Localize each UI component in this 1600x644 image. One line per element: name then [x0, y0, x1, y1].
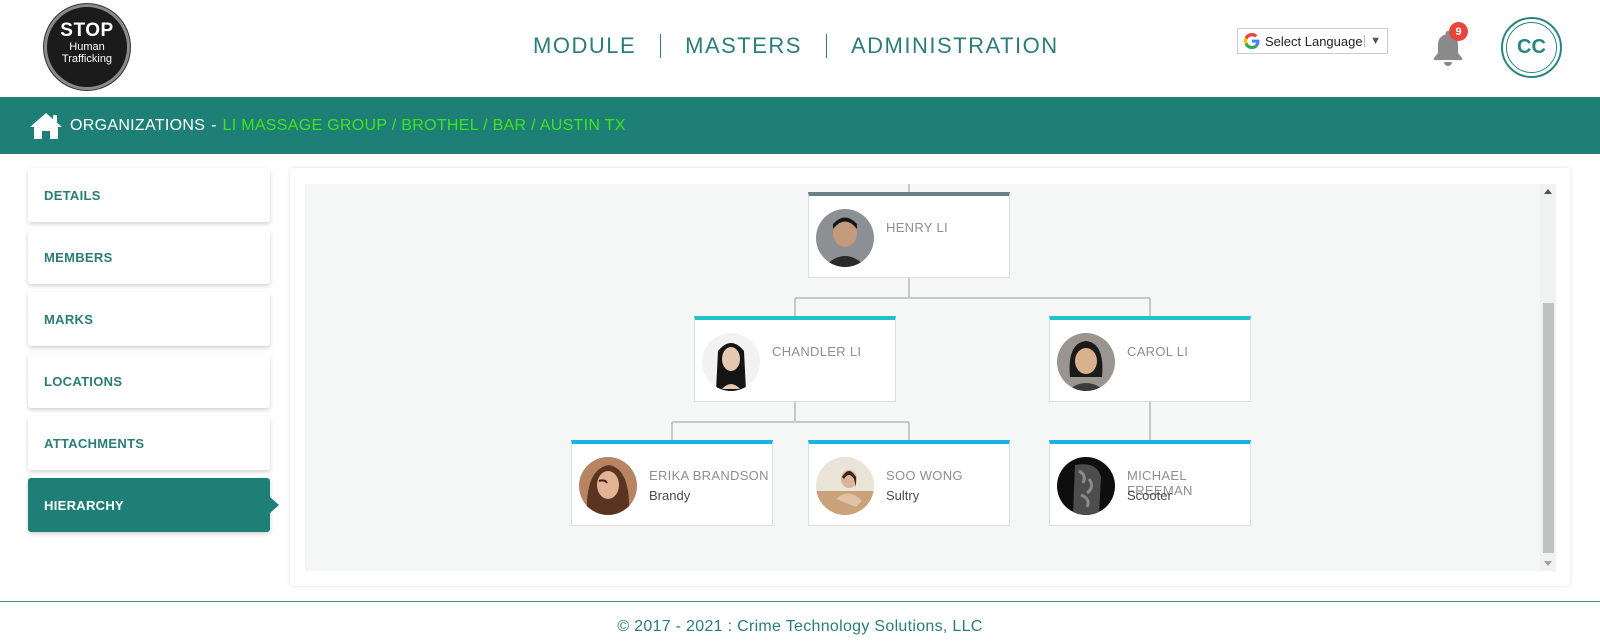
- org-node-carol-li[interactable]: CAROL LI: [1049, 316, 1251, 402]
- member-name: CHANDLER LI: [772, 344, 862, 359]
- org-node-soo-wong[interactable]: SOO WONG Sultry: [808, 440, 1010, 526]
- scroll-down-arrow-icon[interactable]: [1544, 561, 1552, 566]
- member-name: CAROL LI: [1127, 344, 1189, 359]
- breadcrumb: ORGANIZATIONS - LI MASSAGE GROUP / BROTH…: [0, 97, 1600, 154]
- sidebar-item-details[interactable]: DETAILS: [28, 168, 270, 222]
- footer-copyright: © 2017 - 2021 : Crime Technology Solutio…: [617, 618, 983, 635]
- member-alias: Sultry: [886, 488, 920, 503]
- language-select[interactable]: Select Language ▼: [1237, 28, 1388, 54]
- org-node-erika-brandson[interactable]: ERIKA BRANDSON Brandy: [571, 440, 773, 526]
- avatar: [816, 457, 874, 515]
- notification-count-badge: 9: [1449, 22, 1468, 41]
- member-name: ERIKA BRANDSON: [649, 468, 769, 483]
- avatar: [1057, 333, 1115, 391]
- nav-divider: [825, 34, 827, 58]
- user-brand-avatar[interactable]: CC: [1501, 17, 1562, 78]
- avatar: [702, 333, 760, 391]
- top-navigation: MODULE MASTERS ADMINISTRATION: [533, 30, 1059, 62]
- nav-module[interactable]: MODULE: [533, 33, 637, 58]
- org-node-chandler-li[interactable]: CHANDLER LI: [694, 316, 896, 402]
- member-name: HENRY LI: [886, 220, 948, 235]
- breadcrumb-separator: -: [211, 116, 217, 134]
- scrollbar-thumb[interactable]: [1543, 303, 1554, 553]
- home-icon[interactable]: [28, 111, 64, 141]
- breadcrumb-organization: LI MASSAGE GROUP / BROTHEL / BAR / AUSTI…: [222, 116, 626, 134]
- language-select-label: Select Language: [1265, 33, 1363, 49]
- sidebar-item-attachments[interactable]: ATTACHMENTS: [28, 416, 270, 470]
- footer-divider: [0, 601, 1600, 602]
- logo-line-2: Human: [69, 41, 105, 53]
- nav-divider: [660, 34, 662, 58]
- member-alias: Scooter: [1127, 488, 1172, 503]
- scroll-up-arrow-icon[interactable]: [1544, 189, 1552, 194]
- brand-mark: CC: [1506, 22, 1557, 73]
- sidebar-item-members[interactable]: MEMBERS: [28, 230, 270, 284]
- sidebar-item-hierarchy[interactable]: HIERARCHY: [28, 478, 279, 532]
- nav-masters[interactable]: MASTERS: [685, 33, 802, 58]
- nav-administration[interactable]: ADMINISTRATION: [850, 33, 1059, 58]
- logo-line-1: STOP: [60, 20, 114, 41]
- sidebar-item-marks[interactable]: MARKS: [28, 292, 270, 346]
- google-icon: [1242, 31, 1262, 51]
- member-alias: Brandy: [649, 488, 691, 503]
- org-node-michael-freeman[interactable]: MICHAEL FREEMAN Scooter: [1049, 440, 1251, 526]
- app-header: STOP Human Trafficking MODULE MASTERS AD…: [0, 0, 1600, 97]
- dropdown-caret-icon: ▼: [1364, 35, 1381, 47]
- member-name: MICHAEL FREEMAN: [1127, 468, 1193, 498]
- sidebar: DETAILS MEMBERS MARKS LOCATIONS ATTACHME…: [28, 168, 279, 540]
- member-name: SOO WONG: [886, 468, 963, 483]
- notifications-button[interactable]: 9: [1430, 22, 1468, 67]
- avatar: [1057, 457, 1115, 515]
- logo-line-3: Trafficking: [61, 53, 113, 65]
- avatar: [579, 457, 637, 515]
- stop-trafficking-logo[interactable]: STOP Human Trafficking: [44, 4, 130, 90]
- org-chart-connectors: [671, 184, 1151, 440]
- org-node-henry-li[interactable]: HENRY LI: [808, 192, 1010, 278]
- breadcrumb-section[interactable]: ORGANIZATIONS: [70, 116, 206, 134]
- sidebar-item-locations[interactable]: LOCATIONS: [28, 354, 270, 408]
- vertical-scrollbar[interactable]: [1540, 184, 1556, 571]
- avatar: [816, 209, 874, 267]
- org-chart-canvas[interactable]: HENRY LI CHANDLER LI CAROL LI ERIKA BRAN…: [305, 184, 1540, 571]
- hierarchy-panel: HENRY LI CHANDLER LI CAROL LI ERIKA BRAN…: [290, 168, 1570, 586]
